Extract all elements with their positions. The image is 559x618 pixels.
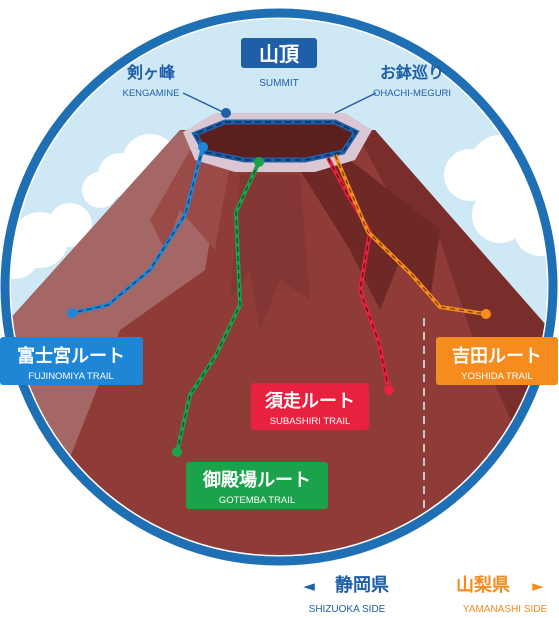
gotemba-summit-node	[254, 157, 264, 167]
ohachi-leader	[334, 92, 377, 114]
kengamine-en-label: KENGAMINE	[122, 88, 179, 99]
fujinomiya-trail-badge[interactable]: 富士宮ルート FUJINOMIYA TRAIL	[0, 337, 143, 385]
shizuoka-en-label: SHIZUOKA SIDE	[309, 604, 386, 615]
kengamine-leader	[182, 92, 226, 114]
yoshida-trail-en-label: YOSHIDA TRAIL	[461, 371, 533, 382]
yamanashi-arrow-icon: ►	[532, 577, 544, 595]
shizuoka-arrow-icon: ◄	[303, 577, 315, 595]
gotemba-trail-badge[interactable]: 御殿場ルート GOTEMBA TRAIL	[186, 462, 328, 509]
yoshida-trail-badge[interactable]: 吉田ルート YOSHIDA TRAIL	[436, 337, 558, 385]
fujinomiya-trail-dash	[71, 146, 204, 314]
summit-en-label: SUMMIT	[259, 78, 298, 89]
subashiri-trail-line	[326, 157, 391, 391]
gotemba-trailhead[interactable]	[172, 447, 182, 457]
fujinomiya-trailhead[interactable]	[67, 308, 77, 318]
fujinomiya-summit-node	[198, 142, 208, 152]
summit-badge	[241, 38, 317, 68]
subashiri-trail-label: 須走ルート	[265, 391, 355, 412]
clouds	[11, 134, 547, 279]
ridge-center	[230, 175, 310, 330]
summit-label: 山頂	[259, 42, 300, 66]
ohachi-en-label: OHACHI-MEGURI	[373, 88, 451, 99]
ohachi-loop-dash	[193, 121, 358, 161]
shizuoka-label: 静岡県	[335, 574, 389, 596]
gotemba-trail-dash	[176, 161, 260, 453]
yoshida-trailhead[interactable]	[481, 309, 491, 319]
subashiri-trail-badge[interactable]: 須走ルート SUBASHIRI TRAIL	[251, 383, 369, 430]
yamanashi-en-label: YAMANASHI SIDE	[463, 604, 548, 615]
mountain-left-face	[11, 130, 225, 555]
kengamine-label: 剣ヶ峰	[126, 63, 176, 82]
subashiri-trail-en-label: SUBASHIRI TRAIL	[270, 416, 351, 427]
kengamine-node[interactable]	[221, 108, 231, 118]
subashiri-trailhead[interactable]	[384, 385, 394, 395]
yoshida-trail-label: 吉田ルート	[452, 345, 542, 367]
yamanashi-label: 山梨県	[456, 574, 510, 596]
gotemba-trail-label: 御殿場ルート	[202, 469, 311, 491]
ohachi-label: お鉢巡り	[380, 63, 444, 82]
yoshida-trail-dash	[334, 154, 487, 315]
fujinomiya-trail-en-label: FUJINOMIYA TRAIL	[28, 371, 114, 382]
gotemba-trail-en-label: GOTEMBA TRAIL	[219, 495, 295, 506]
fujinomiya-trail-label: 富士宮ルート	[17, 345, 125, 367]
